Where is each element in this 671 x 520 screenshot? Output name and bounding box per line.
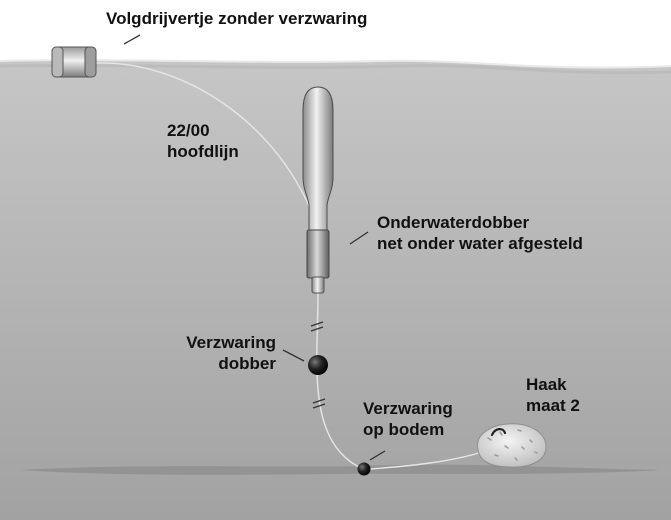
label-haak-line1: Haak (526, 375, 567, 394)
water-bottom (20, 464, 660, 475)
label-verzwaring-dobber: Verzwaring dobber (174, 332, 276, 374)
label-hoofdlijn-line2: hoofdlijn (167, 142, 239, 161)
label-verzwaring-dobber-line2: dobber (218, 354, 276, 373)
label-onderwaterdobber: Onderwaterdobber net onder water afgeste… (377, 212, 583, 254)
leader-verzwaring-dobber (282, 349, 305, 362)
water-surface (0, 59, 671, 69)
label-verzwaring-bodem: Verzwaring op bodem (363, 398, 453, 440)
leader-onderwaterdobber (349, 231, 369, 245)
label-verzwaring-dobber-line1: Verzwaring (186, 333, 276, 352)
label-onderwaterdobber-line2: net onder water afgesteld (377, 234, 583, 253)
hook-link (369, 451, 483, 470)
label-onderwaterdobber-line1: Onderwaterdobber (377, 213, 530, 232)
bottom-weight (357, 462, 371, 476)
leader-verzwaring-bodem (369, 450, 386, 461)
label-verzwaring-bodem-line2: op bodem (363, 420, 445, 439)
slider-float (51, 46, 97, 78)
underwater-float (302, 86, 334, 294)
label-haak-line2: maat 2 (526, 396, 580, 415)
label-hoofdlijn: 22/00 hoofdlijn (167, 120, 239, 162)
hook-icon (490, 428, 507, 437)
bait (476, 423, 547, 468)
label-volgdrijvertje: Volgdrijvertje zonder verzwaring (106, 9, 368, 28)
float-weight (308, 355, 328, 375)
label-haak: Haak maat 2 (526, 374, 580, 416)
line-stop-upper (310, 321, 324, 332)
water-body (0, 60, 671, 520)
label-hoofdlijn-line1: 22/00 (167, 121, 210, 140)
leader-volgdrijvertje (123, 34, 141, 45)
main-line (94, 62, 319, 229)
label-verzwaring-bodem-line1: Verzwaring (363, 399, 453, 418)
line-stop-lower (312, 398, 326, 409)
rig-line (316, 291, 364, 470)
